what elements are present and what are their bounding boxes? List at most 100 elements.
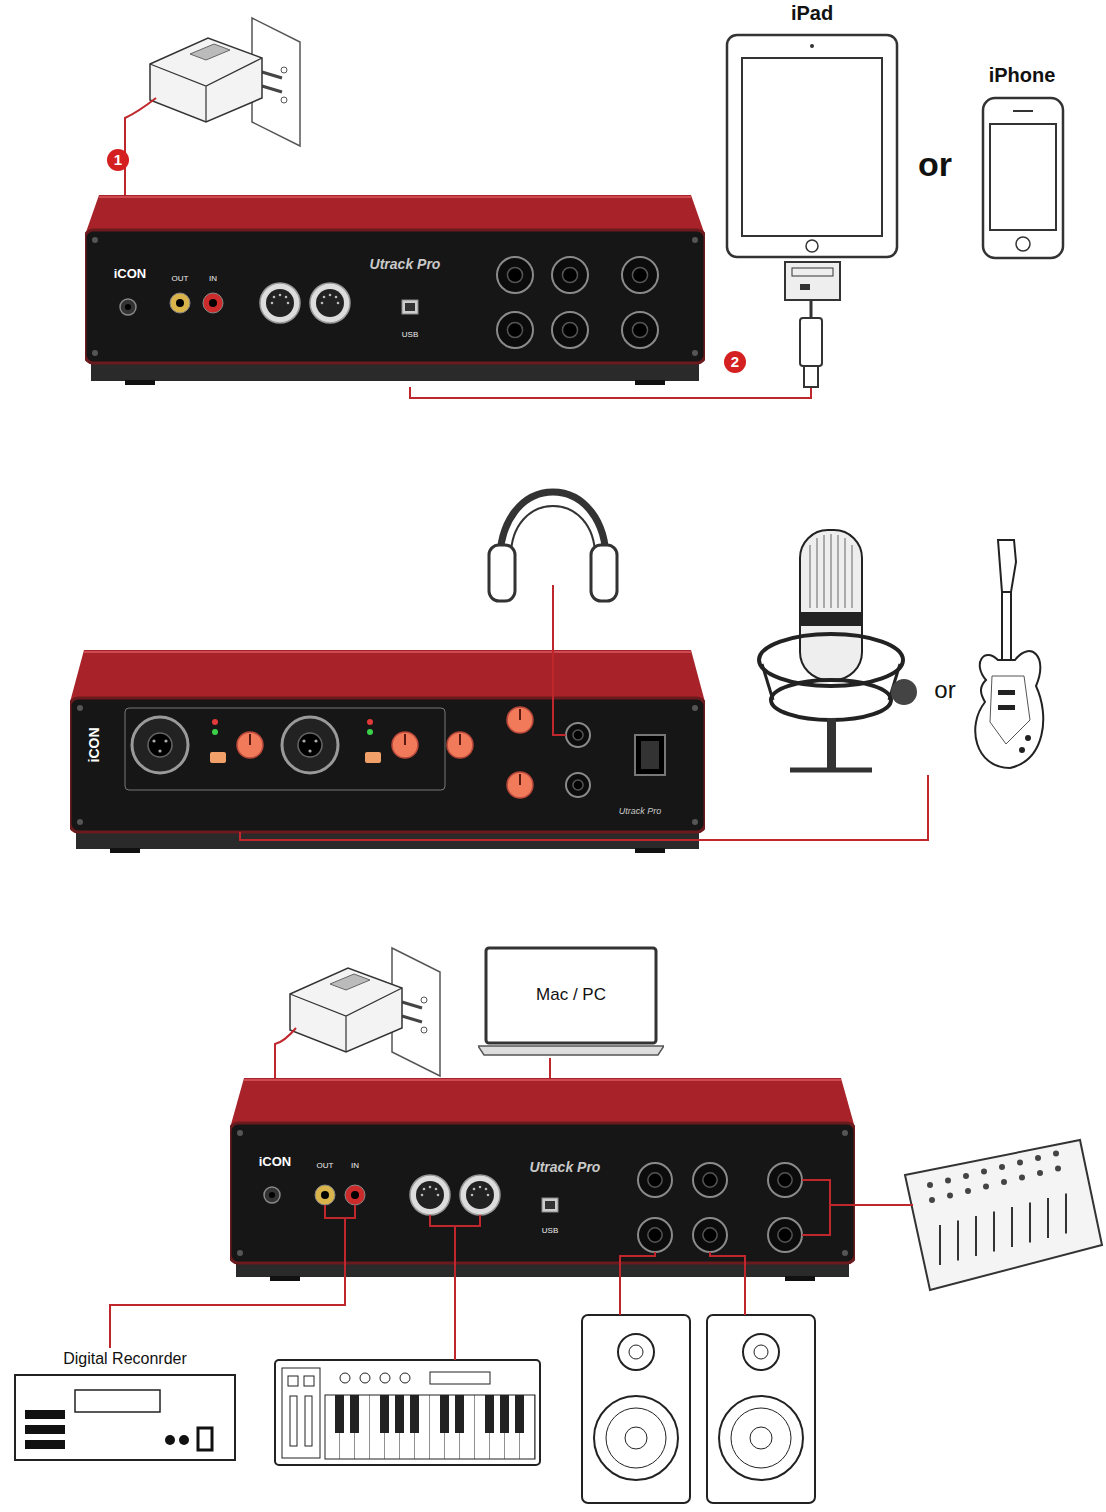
pickup <box>998 690 1015 695</box>
pad-button <box>210 752 226 763</box>
jack-hole <box>507 267 522 282</box>
control-panel <box>282 1368 320 1458</box>
digital-recorder: Digital Reconrder <box>10 1348 240 1468</box>
front-panel <box>70 698 705 832</box>
recorder-bar <box>25 1410 65 1419</box>
led <box>367 719 373 725</box>
recorder-body <box>15 1375 235 1460</box>
midi-socket <box>316 289 344 317</box>
mic-band <box>800 612 862 626</box>
usb-socket <box>405 303 415 311</box>
midi-keyboard <box>275 1360 540 1465</box>
keyboard-knob <box>360 1373 370 1383</box>
jack-socket <box>693 1163 727 1197</box>
midi-pin <box>271 302 274 305</box>
port-label: OUT <box>317 1162 334 1171</box>
midi-pin <box>485 1188 488 1191</box>
led <box>212 719 218 725</box>
dc-pin <box>125 304 131 310</box>
foot <box>110 848 140 853</box>
device-drawing <box>85 195 705 387</box>
jack-socket <box>768 1218 802 1252</box>
jack-socket <box>693 1218 727 1252</box>
cable <box>549 1058 551 1078</box>
patch-cable <box>344 1218 346 1283</box>
keyboard-body <box>275 1360 540 1465</box>
screw <box>92 237 98 243</box>
device-label: Digital Reconrder <box>63 1350 187 1368</box>
patch-cable <box>620 1252 655 1283</box>
jack-hole <box>778 1228 792 1242</box>
audio-interface-front: iCONUtrack Pro <box>70 650 705 855</box>
audio-interface-rear: iCONOUTINUtrack ProUSB <box>230 1078 855 1283</box>
power-cable <box>275 1028 296 1078</box>
electric-guitar <box>975 540 1043 768</box>
studio-monitor <box>707 1315 815 1503</box>
mixer-knob <box>965 1188 971 1194</box>
foot <box>785 1276 815 1281</box>
screw <box>692 705 698 711</box>
xlr-pin <box>152 739 155 742</box>
model-name: Utrack Pro <box>619 807 662 817</box>
mic-grill <box>831 534 832 608</box>
mic-stand <box>827 718 836 768</box>
jack-hole <box>573 780 583 790</box>
cable <box>810 300 813 318</box>
midi-pin <box>285 296 288 299</box>
speaker-cable <box>619 1283 621 1315</box>
patch-cable <box>325 1205 355 1218</box>
device-drawing <box>70 650 705 855</box>
midi-pin <box>487 1194 490 1197</box>
screw <box>692 819 698 825</box>
woofer-cap <box>625 1427 647 1449</box>
patch-cable <box>802 1180 830 1235</box>
xlr-pin <box>164 739 167 742</box>
microphone <box>759 530 917 770</box>
foot <box>270 1276 300 1281</box>
ear-cup <box>489 545 515 601</box>
model-name: Utrack Pro <box>530 1160 601 1175</box>
gain-knob <box>237 732 263 758</box>
dc-jack <box>264 1187 280 1203</box>
keybed <box>325 1395 535 1459</box>
mixer-knob <box>983 1184 989 1190</box>
input-cable <box>705 775 928 840</box>
device-label: Mac / PC <box>536 986 606 1005</box>
mount-rod <box>762 664 773 700</box>
screw <box>692 350 698 356</box>
jack-socket <box>638 1218 672 1252</box>
patch-cable <box>430 1215 480 1226</box>
midi-pin <box>273 296 276 299</box>
power-adapter <box>290 948 440 1076</box>
headband-inner <box>511 506 595 560</box>
combo-input <box>132 717 188 773</box>
laptop-base <box>478 1046 664 1055</box>
usb-port <box>542 1198 558 1212</box>
midi-pin <box>335 296 338 299</box>
midi-port <box>410 1175 450 1215</box>
foot <box>125 380 155 385</box>
phone: iPhone <box>975 62 1070 262</box>
mixer-knob <box>999 1164 1005 1170</box>
port-label: IN <box>351 1162 359 1171</box>
jack-socket <box>566 723 590 747</box>
audio-interface-rear: iCONOUTINUtrack ProUSB <box>85 195 705 387</box>
connector-mark <box>800 284 810 290</box>
midi-pin <box>279 294 282 297</box>
or-label: or <box>934 677 955 703</box>
fader <box>1029 1203 1031 1243</box>
mixer-knob <box>1019 1175 1025 1181</box>
rca-jack <box>203 293 223 313</box>
jack-hole <box>648 1228 662 1242</box>
wheel <box>305 1396 312 1446</box>
mixer-knob <box>1053 1151 1059 1157</box>
tweeter-dome <box>629 1345 643 1359</box>
earpiece <box>1013 110 1033 112</box>
usb-plug <box>800 318 822 366</box>
midi-pin <box>421 1194 424 1197</box>
midi-port <box>460 1175 500 1215</box>
power-cable <box>125 98 156 195</box>
jack-socket <box>497 257 533 293</box>
jack-hole <box>632 322 647 337</box>
woofer <box>594 1396 678 1480</box>
